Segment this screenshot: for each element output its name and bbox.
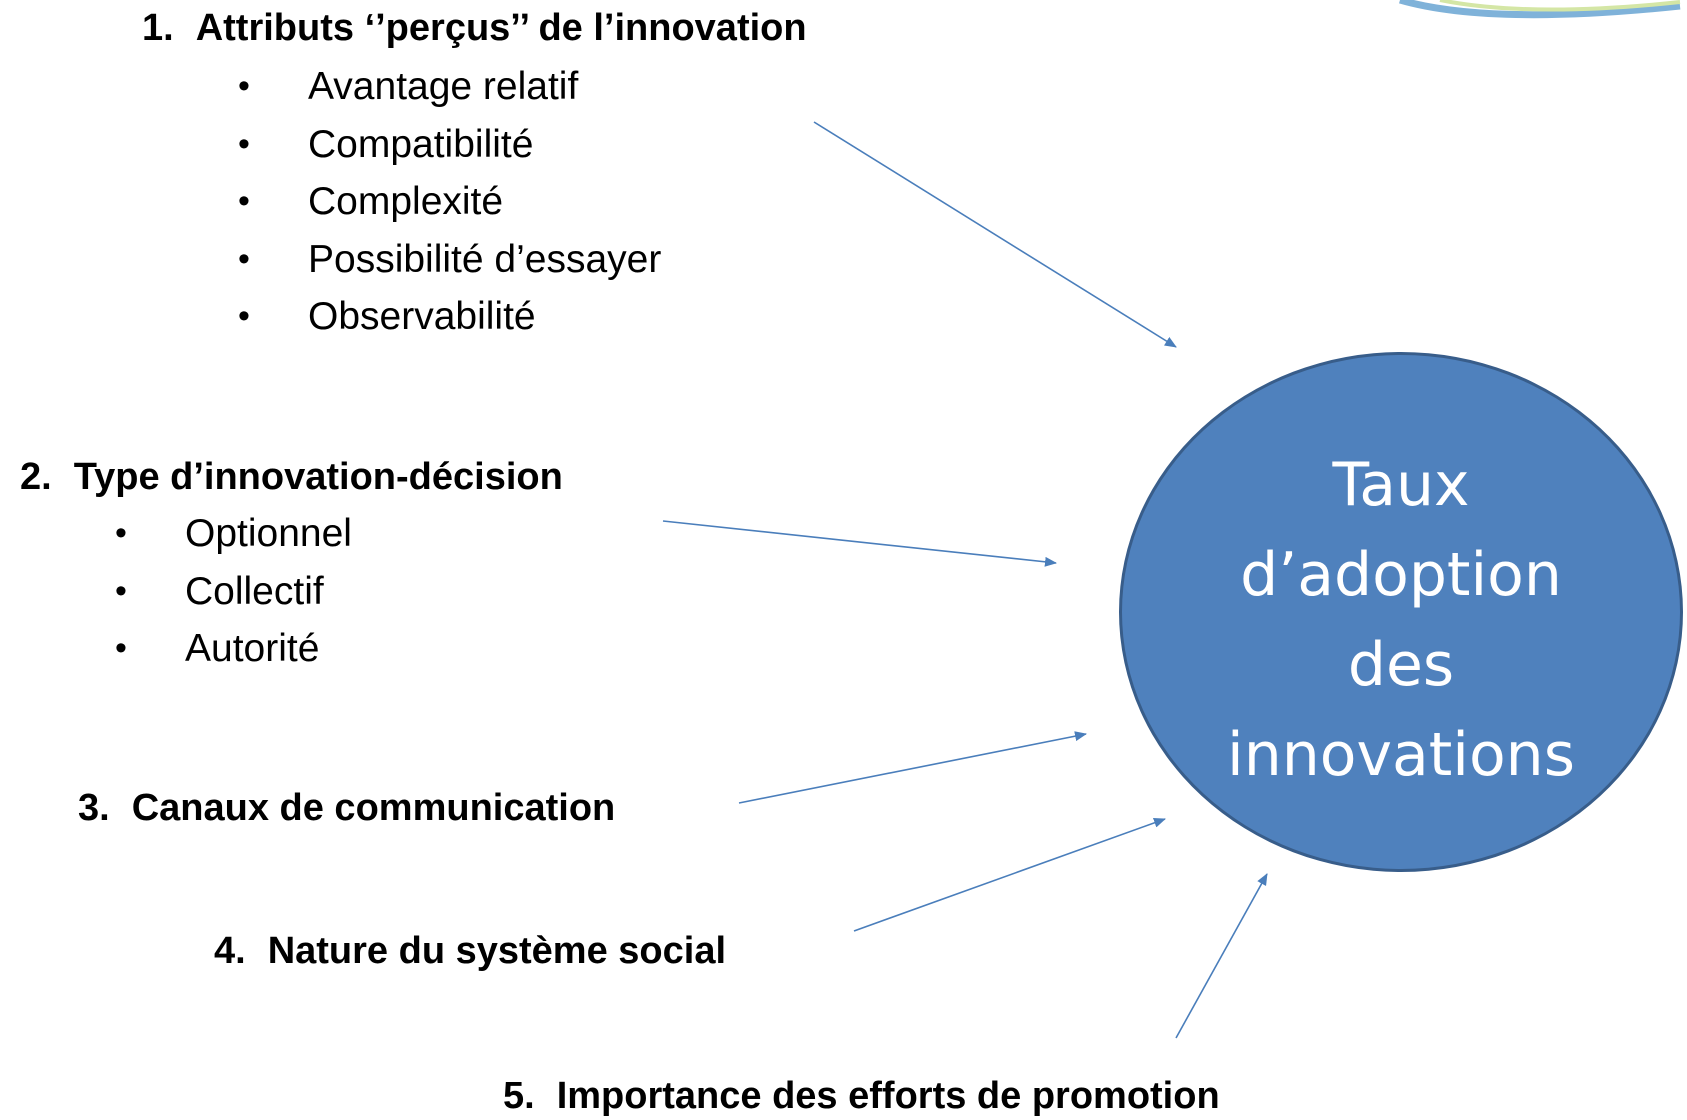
list-item-label: Optionnel — [185, 512, 352, 555]
list-item-label: Possibilité d’essayer — [308, 237, 662, 281]
list-item-label: Compatibilité — [308, 122, 534, 166]
bullet-icon: • — [238, 124, 250, 163]
list-item: • Autorité — [115, 620, 352, 678]
factor-4-title: Nature du système social — [267, 930, 727, 972]
arrow-factor-3 — [738, 731, 1087, 804]
bullet-icon: • — [115, 571, 127, 610]
bullet-icon: • — [115, 514, 127, 552]
arrow-factor-1 — [813, 121, 1177, 348]
factor-3-title: Canaux de communication — [131, 787, 616, 829]
list-item-label: Complexité — [308, 180, 504, 223]
list-item: • Optionnel — [115, 505, 352, 563]
bullet-icon: • — [115, 629, 127, 667]
outcome-label: Taux d’adoption des innovations — [1227, 450, 1575, 790]
list-item-label: Observabilité — [308, 295, 536, 338]
factor-5-title: Importance des efforts de promotion — [556, 1075, 1220, 1117]
factor-3-number: 3. — [78, 787, 110, 829]
factor-4-number: 4. — [214, 930, 246, 972]
factor-1-title: Attributs ‘’perçus’’ de l’innovation — [195, 7, 807, 49]
factor-3-heading: 3. Canaux de communication — [78, 786, 615, 830]
arrow-factor-4 — [853, 818, 1166, 932]
list-item: • Compatibilité — [238, 116, 661, 174]
factor-1-heading: 1. Attributs ‘’perçus’’ de l’innovation — [142, 6, 807, 50]
logo-swoosh-icon — [1399, 0, 1681, 19]
list-item: • Complexité — [238, 173, 661, 231]
factor-2-list: • Optionnel • Collectif • Autorité — [115, 505, 352, 678]
factor-1-number: 1. — [142, 7, 174, 49]
list-item: • Observabilité — [238, 288, 661, 346]
bullet-icon: • — [238, 297, 250, 335]
bullet-icon: • — [238, 182, 250, 220]
list-item: • Collectif — [115, 563, 352, 621]
list-item-label: Avantage relatif — [308, 65, 579, 108]
factor-2-title: Type d’innovation-décision — [73, 456, 563, 498]
list-item-label: Autorité — [185, 627, 320, 670]
factor-5-number: 5. — [503, 1075, 535, 1117]
list-item: • Possibilité d’essayer — [238, 231, 661, 289]
factor-4-heading: 4. Nature du système social — [214, 929, 726, 973]
factor-5-heading: 5. Importance des efforts de promotion — [503, 1074, 1220, 1118]
factor-2-number: 2. — [20, 456, 52, 498]
list-item: • Avantage relatif — [238, 58, 661, 116]
outcome-circle — [1119, 352, 1683, 872]
bullet-icon: • — [238, 67, 250, 105]
arrow-factor-5 — [1175, 873, 1268, 1039]
factor-1-list: • Avantage relatif • Compatibilité • Comple… — [238, 58, 661, 346]
bullet-icon: • — [238, 239, 250, 278]
factor-2-heading: 2. Type d’innovation-décision — [20, 455, 563, 499]
arrow-factor-2 — [662, 520, 1057, 567]
list-item-label: Collectif — [185, 569, 324, 613]
